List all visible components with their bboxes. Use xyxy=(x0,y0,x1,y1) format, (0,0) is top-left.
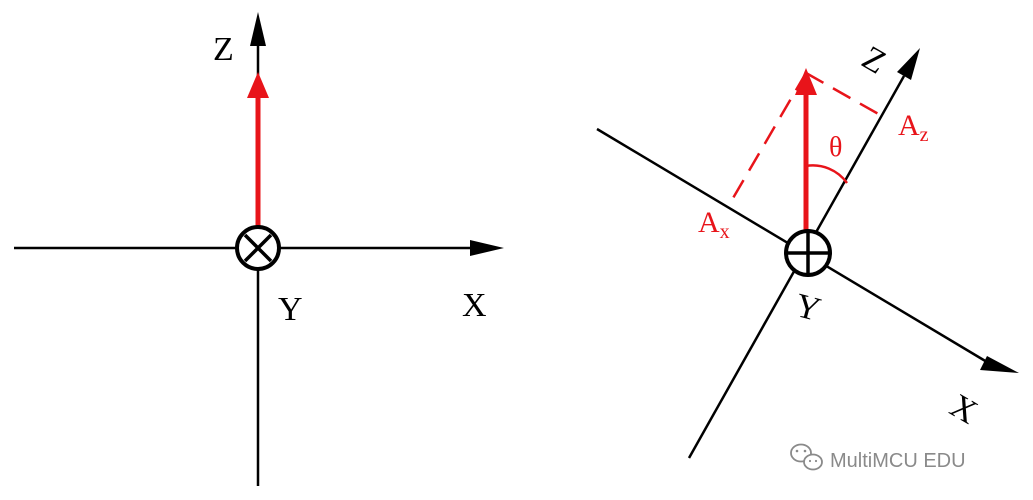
right-az-projection-dashed xyxy=(805,71,883,118)
left-vector-arrowhead xyxy=(247,72,269,98)
wechat-icon xyxy=(790,443,823,471)
left-y-axis-into-page-icon xyxy=(235,225,281,271)
right-az-label-sub: z xyxy=(920,124,929,146)
right-ax-projection-dashed xyxy=(727,72,808,206)
right-y-axis-label: Y xyxy=(791,287,824,329)
left-x-axis-arrowhead xyxy=(470,240,504,256)
right-az-label: Az xyxy=(898,109,929,146)
right-x-axis-label: X xyxy=(944,387,984,431)
right-ax-label: Ax xyxy=(698,206,730,243)
right-az-label-main: A xyxy=(898,109,920,142)
watermark: MultiMCU EDU xyxy=(790,443,966,472)
left-z-axis-arrowhead xyxy=(250,12,266,46)
right-ax-label-sub: x xyxy=(720,221,730,243)
right-theta-label: θ xyxy=(829,132,842,163)
right-theta-arc xyxy=(805,164,849,184)
right-x-axis-arrowhead xyxy=(980,356,1019,373)
right-vector-arrowhead xyxy=(795,68,817,95)
left-y-axis-label: Y xyxy=(278,291,303,328)
left-x-axis-label: X xyxy=(462,287,487,324)
right-z-axis-arrowhead xyxy=(897,48,920,80)
right-y-axis-into-page-icon xyxy=(784,229,832,277)
left-frame: Z X Y xyxy=(14,12,504,486)
right-ax-label-main: A xyxy=(698,206,720,239)
watermark-text: MultiMCU EDU xyxy=(830,450,966,472)
right-z-axis-label: Z xyxy=(856,39,892,81)
left-z-axis-label: Z xyxy=(213,31,234,68)
right-frame: Z X Y Ax Az θ xyxy=(596,39,1019,459)
